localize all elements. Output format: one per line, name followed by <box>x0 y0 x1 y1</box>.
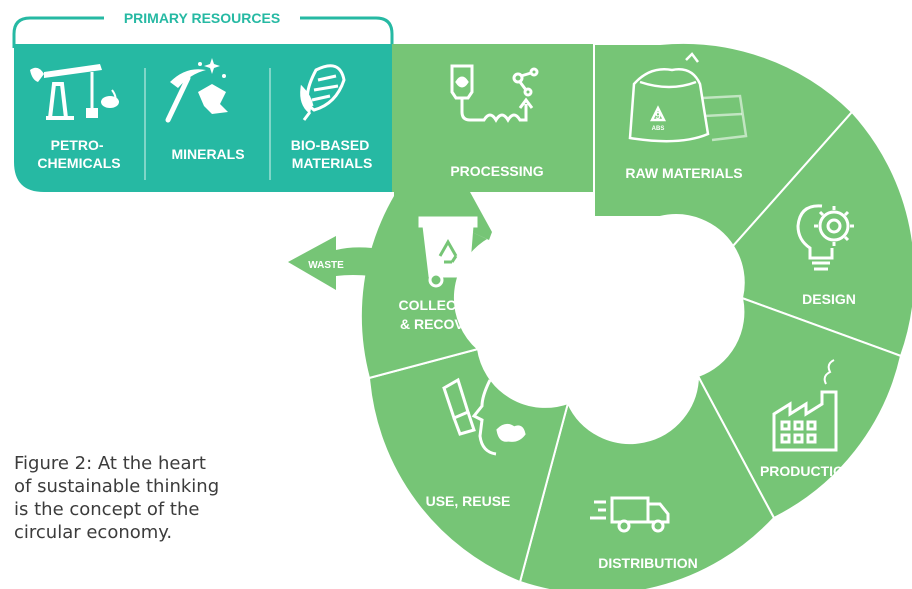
caption-line: Figure 2: At the heart <box>14 453 206 474</box>
label-raw-materials: RAW MATERIALS <box>625 165 742 181</box>
oil-pump-icon <box>30 64 119 120</box>
lightbulb-gear-icon <box>796 204 854 271</box>
caption-line: of sustainable thinking <box>14 476 220 497</box>
label-distribution: DISTRIBUTION <box>598 555 698 571</box>
label-collection-recovery: COLLECTION & RECOVERY <box>399 297 494 332</box>
caption-line: circular economy. <box>14 522 173 543</box>
waste-arrow-icon <box>288 236 372 290</box>
delivery-truck-icon <box>590 496 670 533</box>
primary-resources-group: PRIMARY RESOURCES <box>12 10 394 192</box>
primary-resources-bracket <box>12 16 394 48</box>
raw-materials-sack-icon: 9 ABS <box>628 52 748 143</box>
factory-icon <box>772 359 838 452</box>
caption-line: is the concept of the <box>14 499 200 520</box>
corn-icon <box>300 64 346 121</box>
pickaxe-icon <box>165 58 228 123</box>
primary-label-bio-based: BIO-BASED MATERIALS <box>291 137 373 171</box>
label-use-reuse: USE, REUSE <box>426 493 511 509</box>
step-processing: PROCESSING <box>392 44 594 192</box>
svg-text:ABS: ABS <box>652 126 665 132</box>
waste-arrow: WASTE <box>288 236 372 290</box>
inhaler-icon <box>442 377 526 456</box>
figure-caption: Figure 2: At the heart of sustainable th… <box>14 452 314 544</box>
primary-resources-panel <box>14 44 392 192</box>
label-production: PRODUCTION <box>760 463 854 479</box>
step-distribution-segment <box>518 372 776 589</box>
primary-label-minerals: MINERALS <box>171 146 244 162</box>
primary-resources-header: PRIMARY RESOURCES <box>124 10 280 26</box>
label-processing: PROCESSING <box>450 163 543 179</box>
svg-text:9: 9 <box>655 111 661 122</box>
primary-label-petrochemicals: PETRO- CHEMICALS <box>37 137 120 171</box>
processing-icon <box>450 64 539 123</box>
label-design: DESIGN <box>802 291 856 307</box>
label-waste: WASTE <box>308 260 344 271</box>
recycle-bin-icon <box>418 216 478 288</box>
